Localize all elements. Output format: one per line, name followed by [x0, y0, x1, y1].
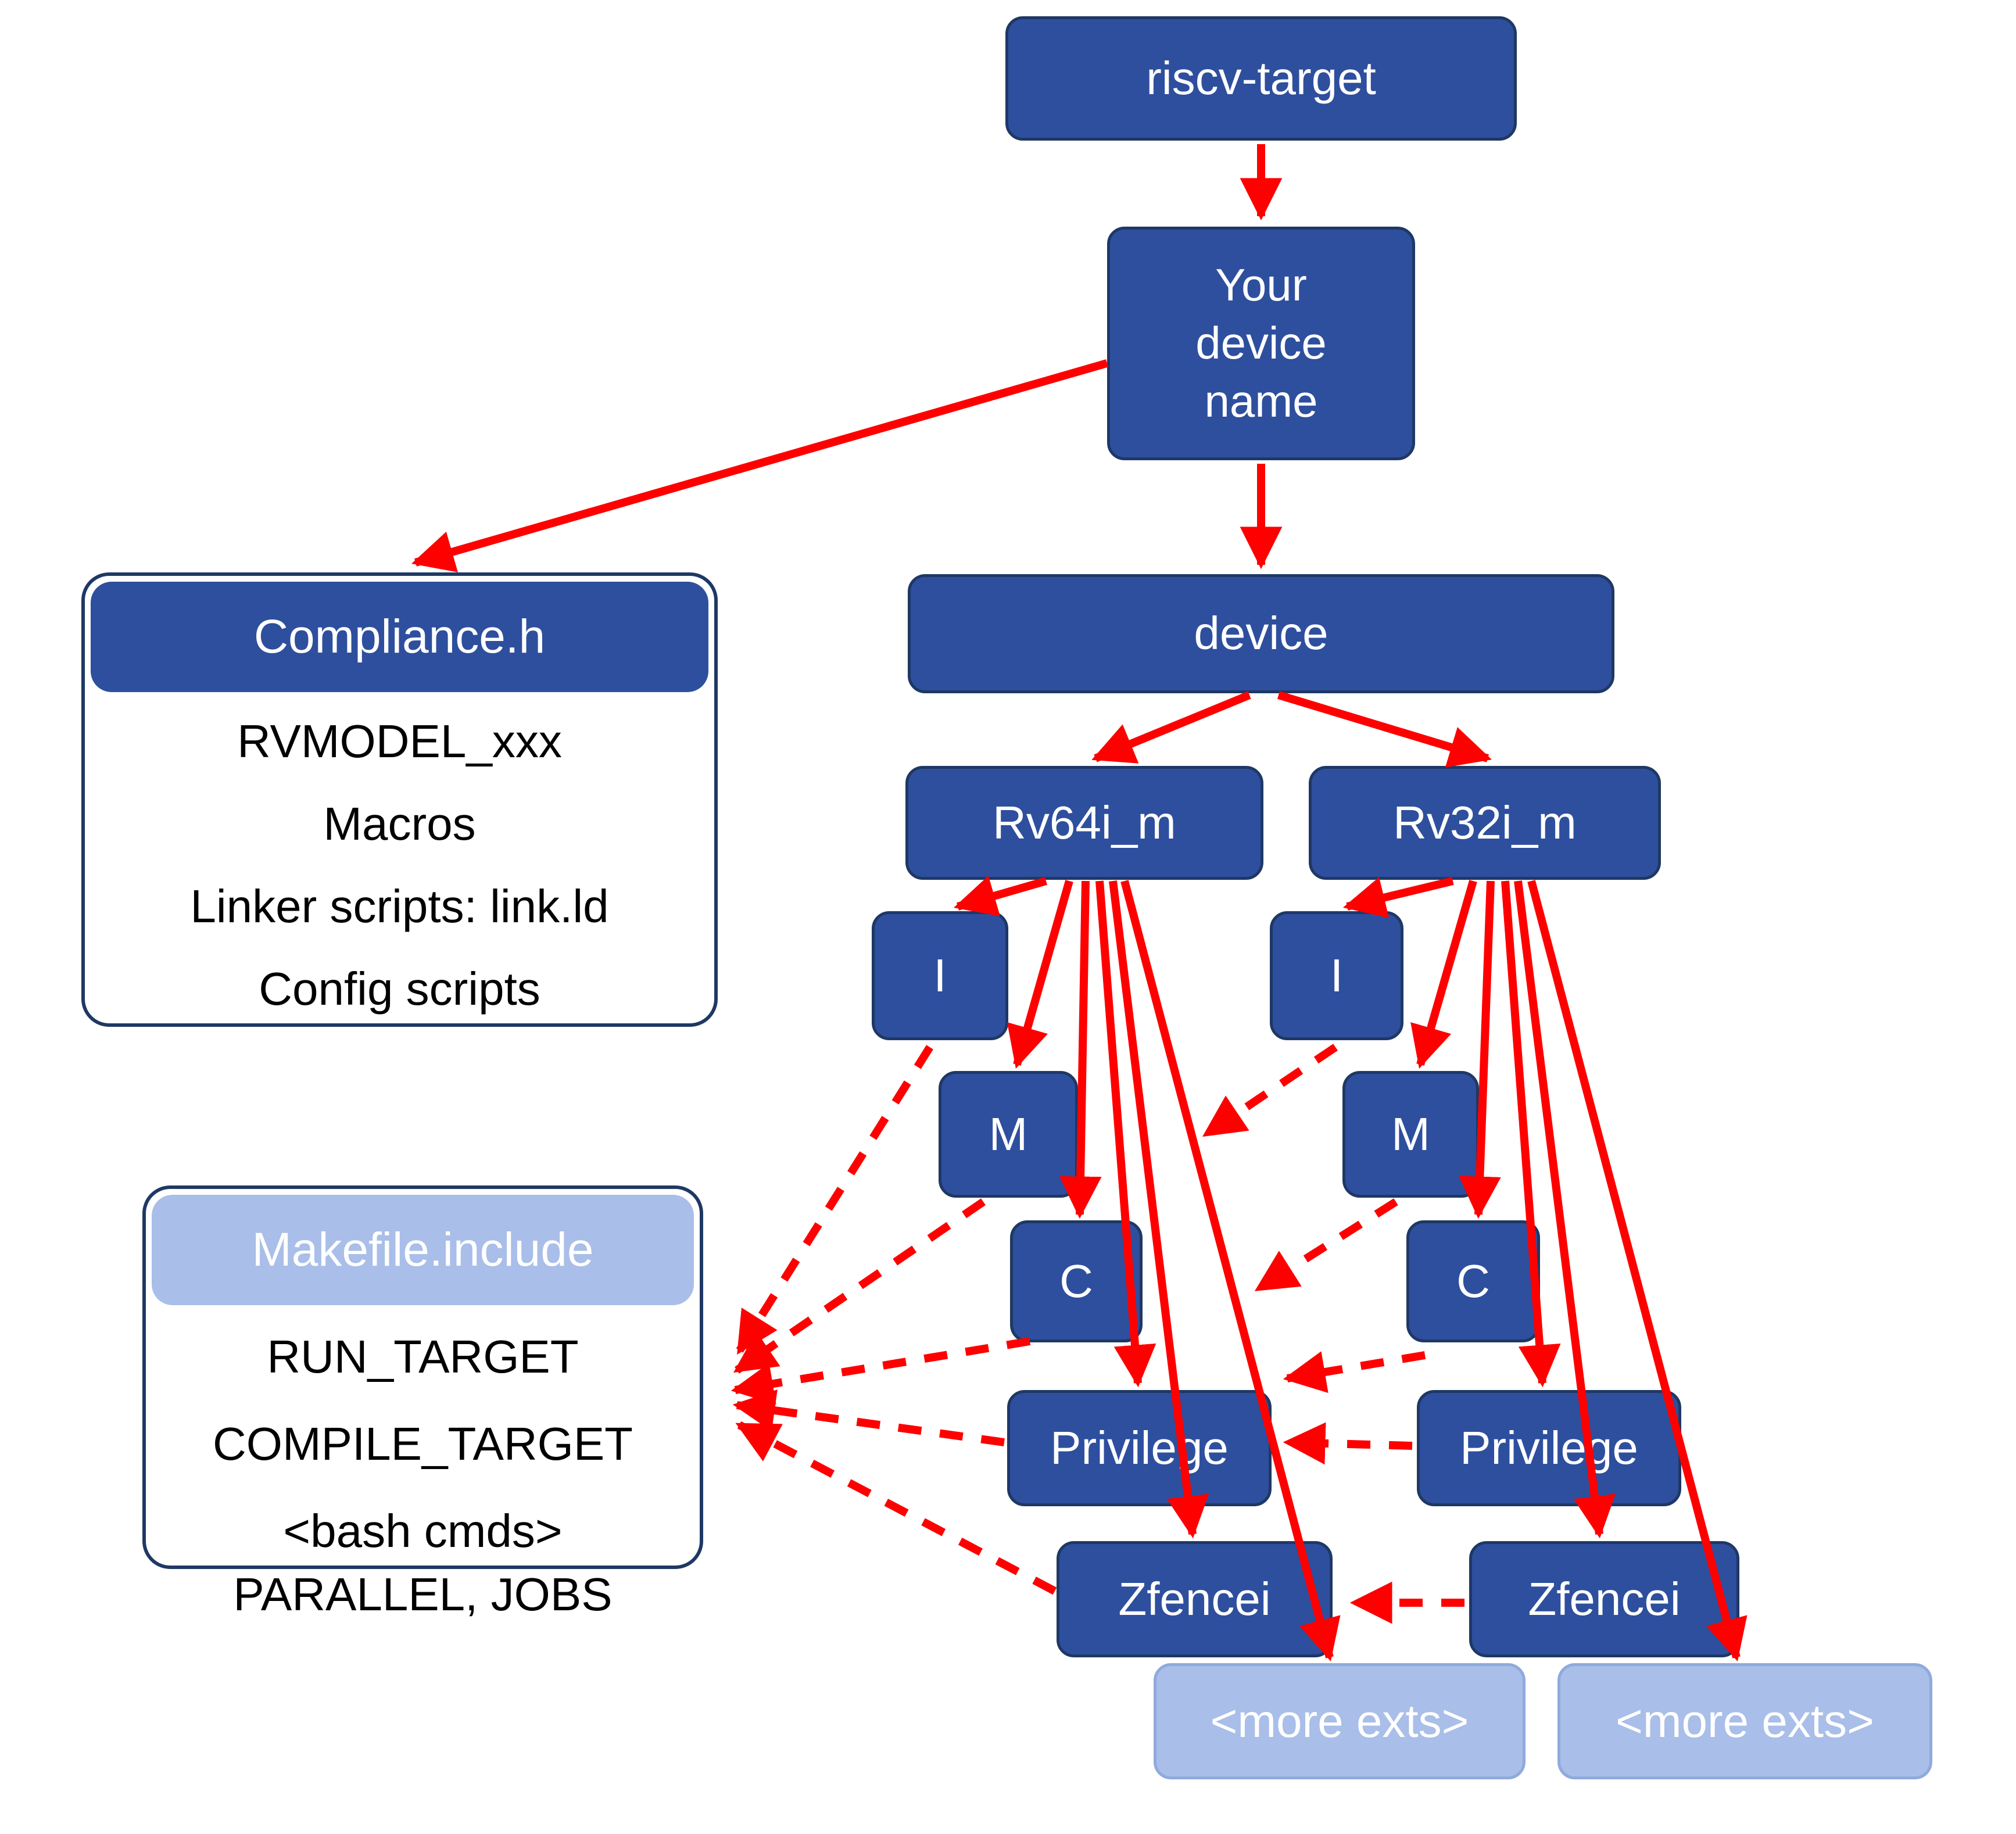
compliance-body: RVMODEL_xxx Macros Linker scripts: link.…: [85, 692, 714, 1030]
arrow-dashed-m-left-to-makefile: [733, 1198, 986, 1374]
node-your-device-name: Your device name: [1107, 227, 1415, 460]
ext-label: Zfencei: [1118, 1572, 1271, 1625]
compliance-line: Macros: [323, 798, 476, 850]
node-ext-left-privilege: Privilege: [1007, 1390, 1272, 1506]
node-ext-right-more-exts: <more exts>: [1557, 1663, 1932, 1779]
node-device-label: device: [1194, 607, 1329, 660]
compliance-header: Compliance.h: [91, 582, 708, 692]
device-name-line: Your: [1215, 259, 1307, 311]
makefile-body: RUN_TARGET COMPILE_TARGET <bash cmds>: [146, 1305, 700, 1575]
arrow-dashed-i-left-to-makefile: [736, 1045, 933, 1355]
ext-label: C: [1456, 1255, 1490, 1307]
node-rv32i-m: Rv32i_m: [1309, 766, 1661, 880]
node-rv64i-m: Rv64i_m: [905, 766, 1263, 880]
ext-label: <more exts>: [1616, 1695, 1874, 1747]
makefile-line: RUN_TARGET: [267, 1331, 579, 1382]
ext-label: M: [1391, 1108, 1430, 1160]
makefile-line: COMPILE_TARGET: [212, 1418, 633, 1470]
ext-label: <more exts>: [1210, 1695, 1469, 1747]
compliance-line: Linker scripts: link.ld: [190, 880, 609, 932]
device-name-line: name: [1204, 375, 1318, 427]
arrow-rv32-to-m: [1410, 880, 1477, 1069]
arrow-dashed-i-right: [1202, 1044, 1338, 1138]
node-riscv-target-label: riscv-target: [1146, 52, 1376, 104]
node-ext-left-zfencei: Zfencei: [1057, 1541, 1333, 1657]
node-ext-left-i: I: [872, 911, 1008, 1040]
ext-label: C: [1059, 1255, 1093, 1307]
arrow-dashed-m-right: [1254, 1198, 1398, 1292]
compliance-line: Config scripts: [259, 963, 540, 1015]
node-rv64i-m-label: Rv64i_m: [993, 796, 1176, 848]
arrow-rv64-to-c: [1059, 880, 1102, 1219]
ext-label: M: [989, 1108, 1028, 1160]
makefile-box: Makefile.include RUN_TARGET COMPILE_TARG…: [142, 1185, 703, 1569]
makefile-footer: PARALLEL, JOBS: [233, 1568, 613, 1620]
arrow-rv32-to-c: [1459, 880, 1501, 1219]
arrow-dashed-privilege-left-to-makefile: [732, 1389, 1005, 1446]
node-ext-right-i: I: [1270, 911, 1403, 1040]
arrow-device-to-rv64: [1091, 691, 1251, 764]
arrow-rv64-to-m: [1007, 880, 1073, 1069]
makefile-line: <bash cmds>: [283, 1505, 563, 1557]
node-ext-right-m: M: [1342, 1071, 1479, 1198]
makefile-header: Makefile.include: [152, 1195, 694, 1305]
node-ext-right-privilege: Privilege: [1417, 1390, 1681, 1506]
node-ext-right-zfencei: Zfencei: [1469, 1541, 1739, 1657]
node-riscv-target: riscv-target: [1005, 16, 1517, 141]
ext-label: I: [1330, 949, 1344, 1001]
node-ext-right-c: C: [1406, 1220, 1540, 1342]
ext-label: Zfencei: [1528, 1572, 1681, 1625]
node-device: device: [908, 574, 1614, 693]
ext-label: Privilege: [1460, 1421, 1638, 1474]
arrow-device-to-rv32: [1277, 691, 1492, 768]
node-ext-left-c: C: [1010, 1220, 1143, 1342]
node-ext-left-m: M: [939, 1071, 1078, 1198]
ext-label: Privilege: [1050, 1421, 1229, 1474]
arrow-rv32-to-i: [1342, 877, 1454, 918]
compliance-box: Compliance.h RVMODEL_xxx Macros Linker s…: [81, 572, 718, 1027]
ext-label: I: [933, 949, 947, 1001]
arrow-name-to-compliance: [411, 359, 1108, 572]
arrow-dashed-c-right: [1283, 1351, 1426, 1393]
arrow-dashed-privilege-right: [1283, 1422, 1413, 1465]
node-ext-left-more-exts: <more exts>: [1154, 1663, 1526, 1779]
arrow-rv64-to-i: [954, 875, 1047, 916]
node-rv32i-m-label: Rv32i_m: [1393, 796, 1577, 848]
compliance-line: RVMODEL_xxx: [237, 715, 562, 767]
device-name-line: device: [1195, 317, 1327, 369]
arrow-dashed-c-left-to-makefile: [731, 1337, 1031, 1405]
